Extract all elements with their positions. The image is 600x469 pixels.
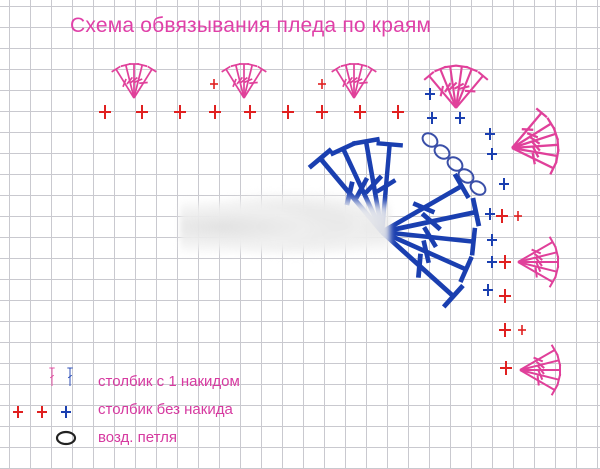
top-fan-group (110, 62, 489, 114)
legend-chain-icon (55, 430, 77, 446)
pink-fan-side (516, 343, 562, 397)
legend-label-chain: возд. петля (98, 429, 177, 446)
legend-sc-icon (13, 406, 71, 418)
blue-chain-loops (421, 132, 487, 196)
pink-fan-side (514, 235, 560, 289)
pink-fan (220, 62, 268, 102)
blurred-watermark (180, 192, 390, 262)
legend-dc-icon (48, 367, 74, 387)
blue-sc-corner (425, 88, 509, 296)
pink-fan (110, 62, 158, 102)
side-fan-group (505, 107, 562, 397)
red-sc-row-top (99, 79, 404, 119)
legend-label-sc: столбик без накида (98, 401, 233, 418)
pink-fan (330, 62, 378, 102)
pink-corner-fan-side (505, 107, 560, 176)
diagram-title: Схема обвязывания пледа по краям (70, 14, 432, 37)
red-sc-column-right (496, 209, 526, 375)
legend-label-dc: столбик с 1 накидом (98, 373, 240, 390)
pink-corner-fan (423, 64, 489, 114)
